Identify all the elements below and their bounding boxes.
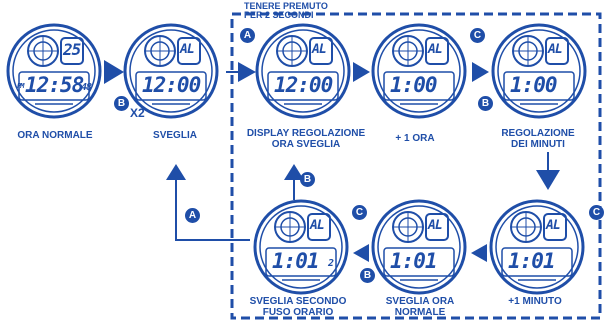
watch-face: AL 12:00 (254, 22, 352, 120)
button-c-icon: C (470, 28, 485, 43)
pm-indicator: PM (17, 82, 25, 90)
button-b-icon: B (114, 96, 129, 111)
arrow-7-8 (353, 244, 369, 262)
button-a-icon: A (185, 208, 200, 223)
time-display: 1:01 (508, 249, 556, 273)
watch-face: AL 1:00 (370, 22, 468, 120)
step-label-regolazione-minuti: REGOLAZIONE DEI MINUTI (501, 128, 575, 150)
hold-note: TENERE PREMUTO PER 2 SECONDI (244, 1, 328, 20)
button-a-icon: A (240, 28, 255, 43)
time-display: 1:00 (510, 73, 558, 97)
watch-outline-icon (371, 23, 467, 119)
arrow-2-3 (238, 62, 256, 82)
time-display: 1:01 (390, 249, 438, 273)
button-b-icon: B (478, 96, 493, 111)
button-b-icon: B (300, 172, 315, 187)
arrow-4-5 (472, 62, 489, 82)
alarm-indicator: AL (310, 218, 325, 233)
arrow-3-4 (353, 62, 370, 82)
button-c-icon: C (589, 205, 604, 220)
watch-outline-icon (489, 199, 585, 295)
step-label-display-regolazione: DISPLAY REGOLAZIONE ORA SVEGLIA (246, 128, 366, 150)
arrow-1-2 (104, 60, 124, 84)
arrow-5-6 (536, 170, 560, 190)
alarm-indicator: AL (548, 42, 563, 57)
watch-outline-icon (255, 23, 351, 119)
time-display: 1:00 (390, 73, 438, 97)
seconds-digits: 2 (328, 258, 334, 269)
top-digits: 25 (63, 40, 81, 59)
step-label-sveglia: SVEGLIA (153, 130, 197, 141)
step-label-ora-normale: ORA NORMALE (17, 130, 93, 141)
arrow-8-3 (284, 164, 304, 180)
watch-face: AL 12:00 (122, 22, 220, 120)
alarm-indicator: AL (546, 218, 561, 233)
watch-outline-icon (253, 199, 349, 295)
button-c-icon: C (352, 205, 367, 220)
step-label-piu-1-minuto: +1 MINUTO (508, 296, 562, 307)
time-display: 12:58 (25, 73, 84, 97)
watch-face: AL 1:01 (370, 198, 468, 296)
time-display: 12:00 (142, 73, 201, 97)
step-label-sveglia-secondo-fuso: SVEGLIA SECONDO FUSO ORARIO (249, 296, 347, 318)
step-label-piu-1-ora: + 1 ORA (395, 133, 435, 144)
seconds-digits: 48 (81, 82, 92, 93)
watch-outline-icon (371, 199, 467, 295)
arrow-6-7 (471, 244, 487, 262)
arrow-8-2 (175, 178, 250, 241)
alarm-indicator: AL (428, 218, 443, 233)
alarm-indicator: AL (180, 42, 195, 57)
watch-face: AL 1:00 (490, 22, 588, 120)
button-b-icon: B (360, 268, 375, 283)
hold-region-border (230, 12, 602, 320)
watch-outline-icon (123, 23, 219, 119)
alarm-indicator: AL (428, 42, 443, 57)
press-twice-label: X2 (130, 106, 145, 120)
time-display: 1:01 (272, 249, 320, 273)
watch-outline-icon (491, 23, 587, 119)
step-label-sveglia-ora-normale: SVEGLIA ORA NORMALE (385, 296, 455, 318)
watch-face: AL 1:01 (488, 198, 586, 296)
watch-outline-icon (6, 23, 102, 119)
alarm-indicator: AL (312, 42, 327, 57)
time-display: 12:00 (274, 73, 333, 97)
watch-face: AL 1:01 2 (252, 198, 350, 296)
